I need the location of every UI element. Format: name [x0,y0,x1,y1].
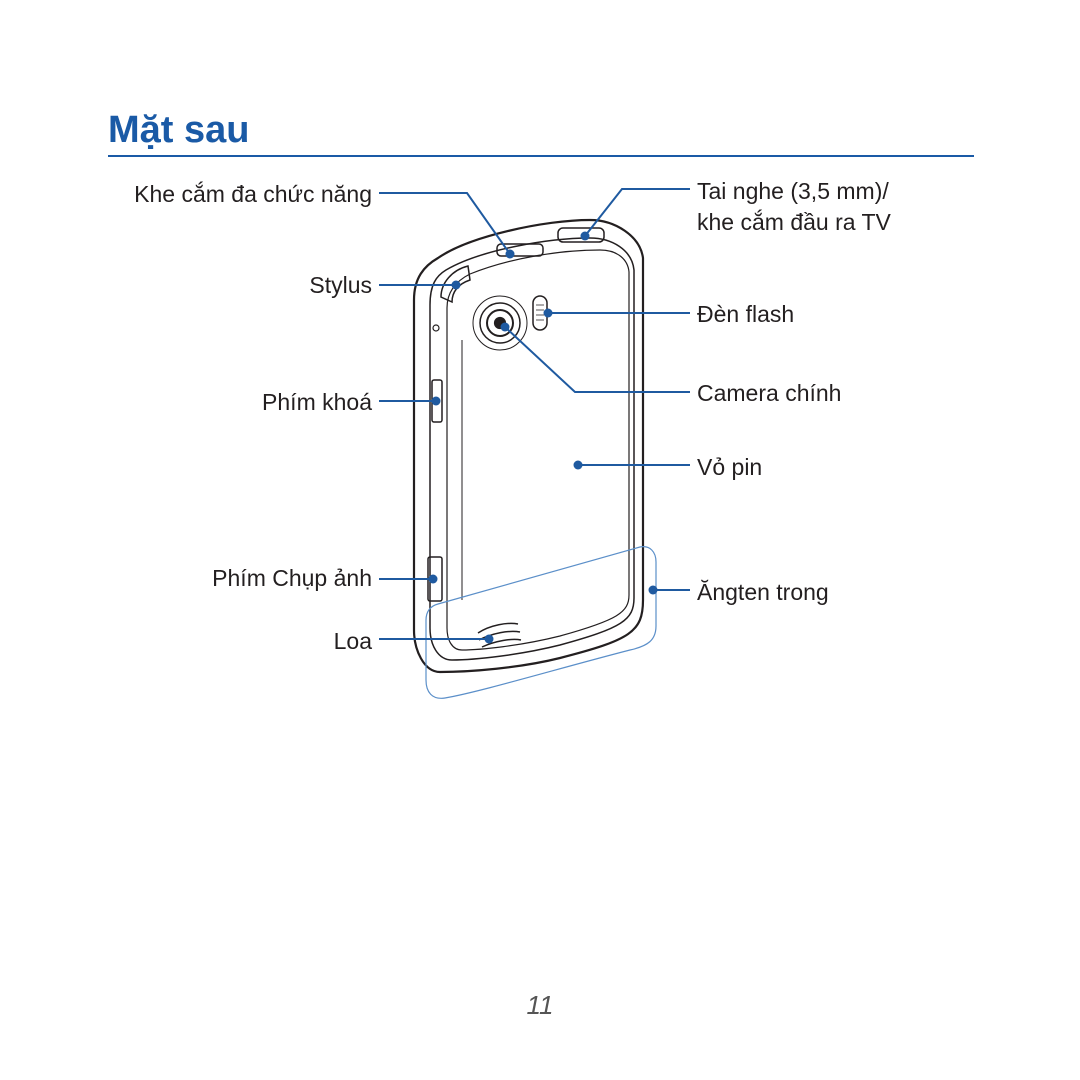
dot-battery-cover [573,460,583,470]
speaker-grille [477,622,522,648]
callout-lines [379,188,690,640]
label-flash: Đèn flash [697,301,795,327]
label-rear-camera: Camera chính [697,380,842,406]
label-battery-cover: Vỏ pin [697,454,763,480]
dot-camera-key [428,574,438,584]
camera-ring-outer [472,295,528,351]
camera-ring-mid [479,302,521,344]
dot-camera [500,322,510,332]
flash-lines [536,304,544,321]
callout-multifunction-jack [379,192,511,255]
phone-inner-frame [429,237,635,661]
side-hole [432,324,440,332]
camera-lens [486,309,514,337]
label-internal-antenna: Ăngten trong [697,579,829,605]
dot-flash [543,308,553,318]
battery-cover-outline [446,249,630,651]
label-camera-key: Phím Chụp ảnh [212,565,372,591]
label-headset-line2: khe cắm đầu ra TV [697,209,891,235]
label-speaker: Loa [333,628,372,654]
dot-stylus [451,280,461,290]
title-underline [108,155,974,157]
stylus-slot [440,265,471,304]
headset-jack-slot [557,227,605,243]
label-multifunction-jack: Khe cắm đa chức năng [134,181,372,207]
page-number: 11 [526,990,554,1020]
label-headset-line1: Tai nghe (3,5 mm)/ [697,178,889,204]
dot-headset-jack [580,231,590,241]
callout-dots [428,231,658,644]
dot-antenna [648,585,658,595]
page-title: Mặt sau [108,109,250,151]
phone-outer-frame [412,218,645,674]
dot-speaker [484,634,494,644]
callout-headset-jack [584,188,690,237]
label-stylus: Stylus [309,272,372,298]
phone-body [412,218,645,674]
callout-camera [504,326,690,393]
dot-multifunction-jack [505,249,515,259]
multifunction-jack-slot [496,243,544,257]
antenna-area [425,546,657,699]
label-lock-key: Phím khoá [262,389,372,415]
dot-lock-key [431,396,441,406]
